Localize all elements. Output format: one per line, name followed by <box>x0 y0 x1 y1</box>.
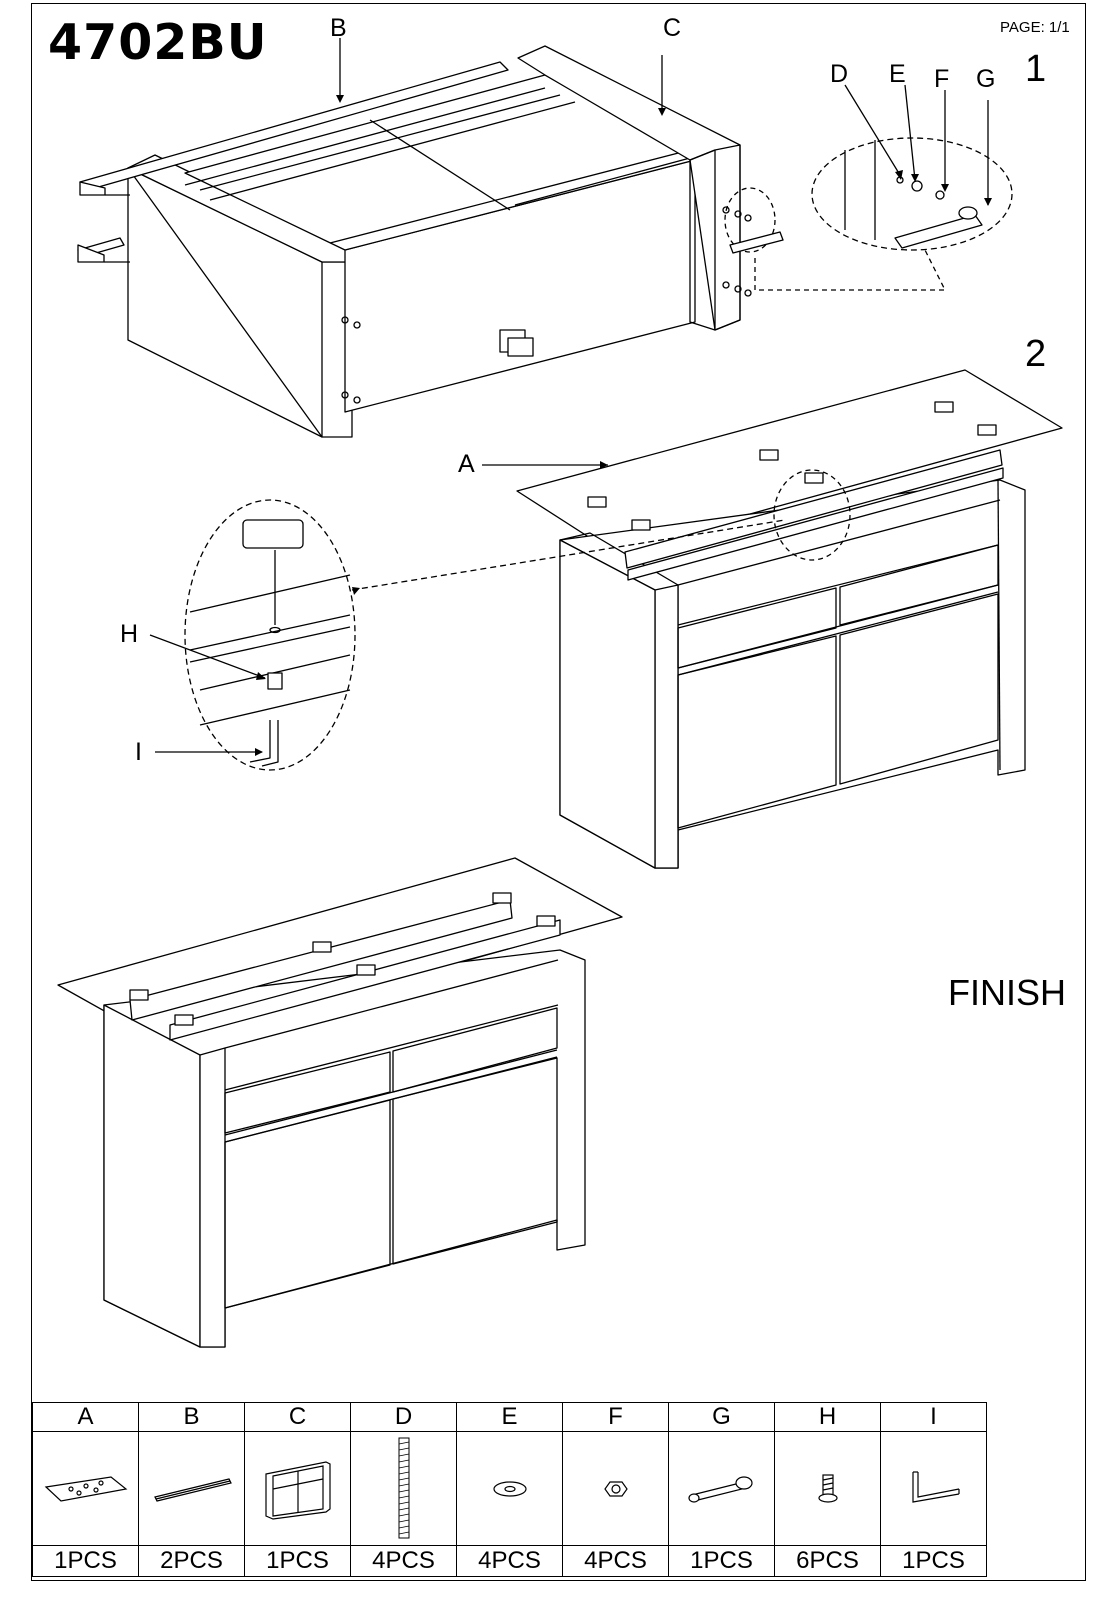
part-letter: H <box>774 1402 881 1432</box>
wrench-icon <box>687 1475 753 1503</box>
callout-g: G <box>976 65 996 93</box>
callout-h: H <box>120 620 139 648</box>
part-letter: A <box>32 1402 139 1432</box>
parts-image-row <box>32 1431 987 1546</box>
part-qty: 1PCS <box>880 1545 987 1577</box>
part-qty: 4PCS <box>456 1545 563 1577</box>
part-qty: 2PCS <box>138 1545 245 1577</box>
step-number-2: 2 <box>1025 333 1047 375</box>
part-letter: D <box>350 1402 457 1432</box>
finish-label: FINISH <box>948 972 1067 1013</box>
bracket-plate-icon <box>44 1475 127 1502</box>
part-qty: 1PCS <box>32 1545 139 1577</box>
part-qty: 4PCS <box>350 1545 457 1577</box>
rail-icon <box>153 1477 232 1502</box>
part-qty: 4PCS <box>562 1545 669 1577</box>
model-title: 4702BU <box>48 14 268 71</box>
allen-key-icon <box>911 1470 960 1503</box>
part-letter: C <box>244 1402 351 1432</box>
part-qty: 6PCS <box>774 1545 881 1577</box>
part-letter: F <box>562 1402 669 1432</box>
instruction-sheet <box>31 3 1086 1581</box>
bolt-icon <box>398 1437 409 1539</box>
callout-a: A <box>458 450 475 478</box>
callout-d: D <box>830 60 849 88</box>
step2-cabinet-drawing <box>482 369 1063 869</box>
part-letter: I <box>880 1402 987 1432</box>
step1-detail-view <box>339 38 1013 251</box>
step1-cabinet-drawing <box>77 45 946 438</box>
nut-icon <box>603 1480 628 1497</box>
part-qty: 1PCS <box>668 1545 775 1577</box>
callout-b: B <box>330 14 347 42</box>
callout-c: C <box>663 14 682 42</box>
part-letter: E <box>456 1402 563 1432</box>
page-number: PAGE: 1/1 <box>1000 19 1070 36</box>
parts-list-table: A B C D E F G H I 1PCS 2PCS 1PCS 4PCS 4P… <box>32 1402 987 1577</box>
part-letter: G <box>668 1402 775 1432</box>
callout-i: I <box>135 738 142 766</box>
step-number-1: 1 <box>1025 48 1047 90</box>
parts-letter-row: A B C D E F G H I <box>32 1402 987 1432</box>
washer-icon <box>492 1480 527 1497</box>
cabinet-icon <box>264 1460 331 1520</box>
finish-cabinet-drawing <box>57 857 623 1348</box>
callout-e: E <box>889 60 906 88</box>
step2-detail-view <box>149 499 786 771</box>
parts-qty-row: 1PCS 2PCS 1PCS 4PCS 4PCS 4PCS 1PCS 6PCS … <box>32 1545 987 1577</box>
part-qty: 1PCS <box>244 1545 351 1577</box>
callout-f: F <box>934 65 950 93</box>
screw-icon <box>817 1473 838 1503</box>
part-letter: B <box>138 1402 245 1432</box>
